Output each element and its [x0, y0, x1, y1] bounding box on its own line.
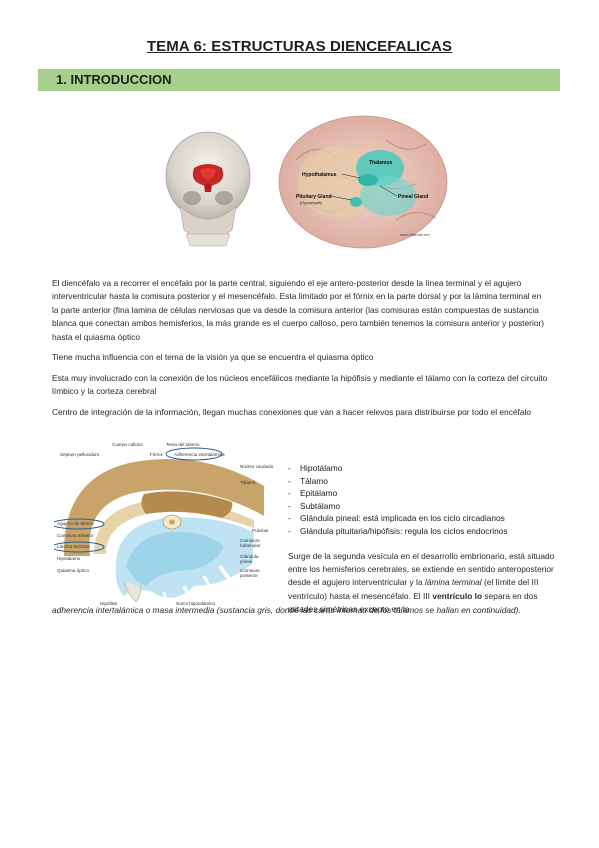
paragraph-conexion-nucleos: Esta muy involucrado con la conexión de … [52, 373, 548, 397]
label-pituitary-sub: (Hypophysis) [300, 201, 323, 205]
list-item: Hipotálamo [288, 462, 568, 475]
label-septum: Septum pellucidum [60, 452, 100, 457]
structure-list: Hipotálamo Tálamo Epitálamo Subtálamo Gl… [288, 462, 568, 538]
document-title: TEMA 6: ESTRUCTURAS DIENCEFALICAS [146, 38, 453, 55]
list-item: Subtálamo [288, 500, 568, 513]
label-quiasma: Quiasma óptico [57, 568, 89, 573]
label-hypothalamus: Hypothalamus [302, 172, 337, 178]
label-adherencia: Adherencia intertalámica [174, 452, 225, 457]
label-agujero-monro: Agujero de Monro [57, 521, 94, 526]
label-tenia-talamo: Tenia del tálamo [166, 442, 200, 447]
label-fornix: Fórnix [150, 452, 163, 457]
list-item: Glándula pineal: está implicada en los c… [288, 512, 568, 525]
section-heading: 1. INTRODUCCION [56, 72, 172, 87]
label-nucleo-caudado: Núcleo caudado [240, 464, 274, 469]
p5-text3: separa en dos mitades simétricas excepto… [288, 590, 538, 614]
p5-text1: Surge de la segunda vesícula en el desar… [288, 551, 555, 588]
label-talamo: Tálamo [240, 480, 256, 485]
label-comisura-posterior: Comisura posterior [240, 568, 260, 579]
paragraph-vision: Tiene mucha influencia con el tema de la… [52, 352, 374, 362]
watermark: www.3dbrain.net [400, 232, 430, 237]
list-item: Tálamo [288, 475, 568, 488]
p5-bold-ventriculo: ventrículo lo [432, 590, 483, 601]
sagittal-diagram: Cuerpo calloso Tenia del tálamo Septum p… [54, 436, 278, 610]
label-pulvinar: Pulvinar [252, 528, 269, 533]
list-item: Glándula pituitaria/hipófisis: regula lo… [288, 525, 568, 538]
label-pineal: Pineal Gland [398, 194, 428, 200]
sagittal-diagram-drawing [54, 447, 264, 610]
brain-frontal-illustration [165, 131, 251, 247]
label-comisura-anterior: Comisura anterior [57, 533, 94, 538]
p5-italic-lamina: lámina terminal [424, 577, 482, 588]
list-item: Epitálamo [288, 487, 568, 500]
brain-diencephalon-illustration: Thalamus Hypothalamus Pituitary Gland (H… [278, 115, 448, 249]
paragraph-centro-integracion: Centro de integración de la información,… [52, 407, 532, 417]
label-hipofisis: Hipófisis [100, 601, 118, 606]
label-glandula-pineal: Glándula pineal [240, 554, 259, 565]
paragraph-desarrollo: Surge de la segunda vesícula en el desar… [288, 550, 556, 616]
p5-text2: (el límite del III ventrículo) hasta el … [288, 577, 539, 601]
label-comisura-habenular: Comisura habenular [240, 538, 261, 549]
label-pituitary: Pituitary Gland [296, 194, 332, 200]
section-heading-bar [38, 69, 560, 91]
paragraph-adherencia: adherencia intertalámica o masa intermed… [52, 605, 521, 615]
paragraph-diencefalo-recorrido: El diencéfalo va a recorrer el encéfalo … [52, 278, 545, 342]
label-hipotalamo: Hipotálamo [57, 556, 81, 561]
label-lamina-terminal: Lámina terminal [57, 544, 90, 549]
label-surco-hipotalamico: Surco hipotalámico [176, 601, 216, 606]
label-thalamus: Thalamus [369, 160, 393, 166]
label-cuerpo-calloso: Cuerpo calloso [112, 442, 143, 447]
